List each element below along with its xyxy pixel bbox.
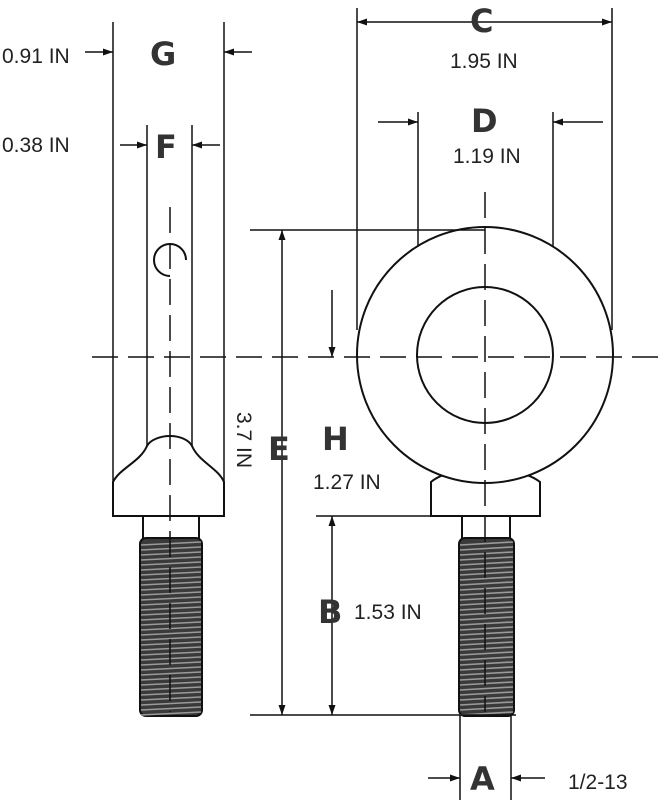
front-thread-groove [459,591,514,596]
front-thread-groove [459,606,514,611]
front-thread-groove [459,686,514,691]
front-thread-groove [459,576,514,581]
side-thread-groove [140,706,202,711]
side-thread-groove [140,631,202,636]
side-thread-groove [140,656,202,661]
front-thread-groove [459,666,514,671]
side-cross-hole [153,243,187,277]
side-thread-groove [140,611,202,616]
front-thread-groove [459,586,514,591]
dim-f-letter: F [155,128,177,166]
side-thread-groove [140,676,202,681]
dim-h-value: 1.27 IN [313,471,381,494]
front-thread-groove [459,561,514,566]
front-thread-groove [459,681,514,686]
side-thread-groove [140,571,202,576]
dim-c-letter: C [470,2,493,40]
front-thread-groove [459,546,514,551]
front-thread-groove [459,566,514,571]
front-thread-groove [459,691,514,696]
side-thread-groove [140,586,202,591]
dim-g-value: 0.91 IN [2,45,70,68]
side-thread-groove [140,646,202,651]
dim-f-value: 0.38 IN [2,134,70,157]
dimension-labels: 0.91 IN G 0.38 IN F C 1.95 IN D 1.19 IN … [2,2,628,798]
side-thread-groove [140,591,202,596]
side-thread-groove [140,596,202,601]
side-thread-groove [140,541,202,546]
dim-h-letter: H [322,420,349,458]
front-thread-groove [459,656,514,661]
front-thread-groove [459,641,514,646]
front-thread-groove [459,661,514,666]
dim-d-letter: D [471,102,498,140]
front-thread-groove [459,626,514,631]
side-thread-groove [140,601,202,606]
side-thread-groove [140,696,202,701]
front-thread-groove [459,636,514,641]
side-thread-groove [140,626,202,631]
front-thread-groove [459,581,514,586]
side-thread-groove [140,621,202,626]
front-thread-groove [459,651,514,656]
side-thread-groove [140,581,202,586]
front-thread-groove [459,621,514,626]
side-thread-groove [140,661,202,666]
front-thread-groove [459,671,514,676]
front-thread-groove [459,701,514,706]
dim-a-letter: A [470,760,495,798]
front-thread-groove [459,551,514,556]
side-thread-groove [140,711,202,716]
front-thread [458,537,515,717]
front-thread-groove [459,541,514,546]
dim-b-letter: B [318,593,342,631]
side-thread-groove [140,686,202,691]
side-thread-groove [140,566,202,571]
front-thread-groove [459,601,514,606]
dim-e-letter: E [268,430,290,468]
side-thread-groove [140,671,202,676]
side-shoulder [112,434,225,517]
side-thread-groove [140,701,202,706]
dim-c-value: 1.95 IN [450,50,518,73]
side-thread-groove [140,651,202,656]
dim-g-letter: G [150,35,176,73]
side-thread-groove [140,551,202,556]
side-thread-groove [140,576,202,581]
side-thread [139,537,203,717]
side-thread-groove [140,606,202,611]
front-thread-groove [459,571,514,576]
front-thread-groove [459,631,514,636]
front-thread-groove [459,696,514,701]
centerlines [92,192,660,712]
side-thread-groove [140,691,202,696]
side-thread-groove [140,681,202,686]
front-thread-groove [459,616,514,621]
front-thread-groove [459,556,514,561]
dim-d-value: 1.19 IN [453,145,521,168]
side-thread-groove [140,641,202,646]
side-thread-groove [140,666,202,671]
front-thread-groove [459,706,514,711]
dimension-lines [85,18,612,782]
dim-e-value: 3.7 IN [232,412,255,468]
front-thread-groove [459,596,514,601]
front-thread-groove [459,676,514,681]
side-thread-groove [140,561,202,566]
side-thread-groove [140,546,202,551]
front-thread-groove [459,646,514,651]
side-thread-groove [140,556,202,561]
side-view [112,22,225,540]
side-thread-groove [140,636,202,641]
dim-a-value: 1/2-13 [568,771,628,794]
front-thread-groove [459,611,514,616]
dim-b-value: 1.53 IN [354,601,422,624]
side-thread-groove [140,616,202,621]
